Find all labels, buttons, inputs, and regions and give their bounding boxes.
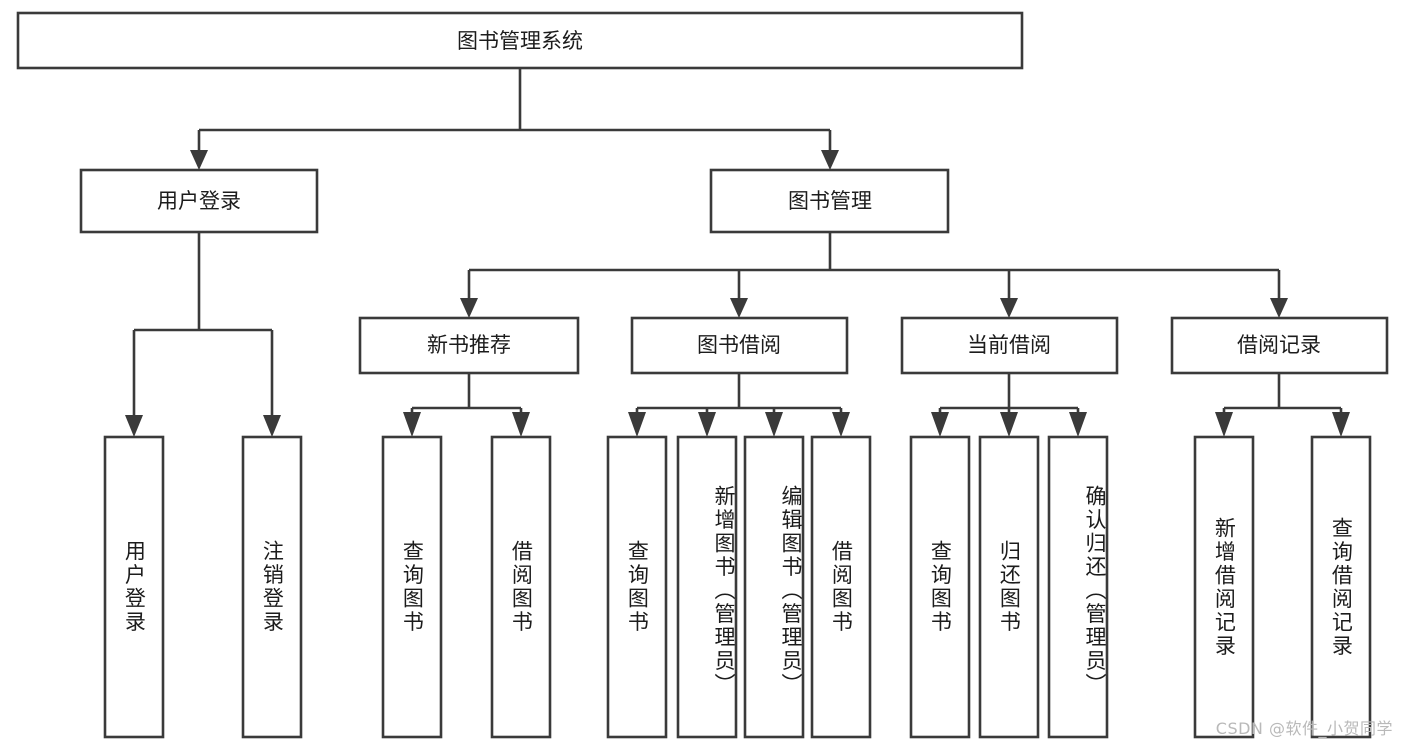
node-leaf-query-record-box[interactable] — [1310, 435, 1372, 739]
arrow-head-book-borrow — [730, 298, 748, 318]
arrow-head-borrow-record — [1270, 298, 1288, 318]
node-new-book-rec-box[interactable] — [358, 316, 580, 375]
node-leaf-user-login-box[interactable] — [103, 435, 165, 739]
node-borrow-record-label: 借阅记录 — [1237, 333, 1321, 357]
arrow-head-leaf-user-logout — [263, 415, 281, 437]
node-book-manage-box[interactable] — [709, 168, 950, 234]
node-leaf-borrow-book-1-box[interactable] — [490, 435, 552, 739]
connector-user-login-to-leaves — [125, 232, 281, 437]
node-current-borrow-label: 当前借阅 — [967, 333, 1051, 357]
arrow-head-current-borrow — [1000, 298, 1018, 318]
node-user-login-box[interactable] — [79, 168, 319, 234]
arrow-head-leaf-query-record — [1332, 412, 1350, 437]
node-leaf-borrow-book-2-box[interactable] — [810, 435, 872, 739]
arrow-head-leaf-borrow-book-1 — [512, 412, 530, 437]
arrow-head-leaf-add-record — [1215, 412, 1233, 437]
node-leaf-add-record-box[interactable] — [1193, 435, 1255, 739]
node-book-borrow-box[interactable] — [630, 316, 849, 375]
node-current-borrow-box[interactable] — [900, 316, 1119, 375]
node-book-manage-label: 图书管理 — [788, 189, 872, 213]
node-user-login-label: 用户登录 — [157, 189, 241, 213]
node-leaf-confirm-return-box[interactable] — [1047, 435, 1109, 739]
arrow-head-leaf-query-book-2 — [628, 412, 646, 437]
node-leaf-query-book-1-box[interactable] — [381, 435, 443, 739]
connector-borrow-record-to-leaves — [1215, 373, 1350, 437]
arrow-head-new-book-rec — [460, 298, 478, 318]
connector-current-borrow-to-leaves — [931, 373, 1087, 437]
arrow-head-leaf-borrow-book-2 — [832, 412, 850, 437]
arrow-head-leaf-add-book — [698, 412, 716, 437]
connector-book-manage-to-level3 — [460, 232, 1288, 318]
csdn-watermark: CSDN @软件_小贺同学 — [1215, 719, 1393, 738]
node-leaf-query-book-2-box[interactable] — [606, 435, 668, 739]
arrow-head-leaf-confirm-return — [1069, 412, 1087, 437]
node-leaf-query-book-3-box[interactable] — [909, 435, 971, 739]
arrow-head-user-login — [190, 150, 208, 170]
arrow-head-leaf-user-login — [125, 415, 143, 437]
arrow-head-book-manage — [821, 150, 839, 170]
node-root-label: 图书管理系统 — [457, 29, 583, 53]
arrow-head-leaf-edit-book — [765, 412, 783, 437]
node-leaf-add-book-box[interactable] — [676, 435, 738, 739]
node-root-box[interactable] — [16, 11, 1024, 70]
node-leaf-user-logout-box[interactable] — [241, 435, 303, 739]
connector-root-to-level2 — [190, 68, 839, 170]
arrow-head-leaf-query-book-3 — [931, 412, 949, 437]
connector-new-book-rec-to-leaves — [403, 373, 530, 437]
node-leaf-edit-book-box[interactable] — [743, 435, 805, 739]
connector-book-borrow-to-leaves — [628, 373, 850, 437]
node-new-book-rec-label: 新书推荐 — [427, 333, 511, 357]
node-book-borrow-label: 图书借阅 — [697, 333, 781, 357]
node-leaf-return-book-box[interactable] — [978, 435, 1040, 739]
node-borrow-record-box[interactable] — [1170, 316, 1389, 375]
arrow-head-leaf-return-book — [1000, 412, 1018, 437]
arrow-head-leaf-query-book-1 — [403, 412, 421, 437]
